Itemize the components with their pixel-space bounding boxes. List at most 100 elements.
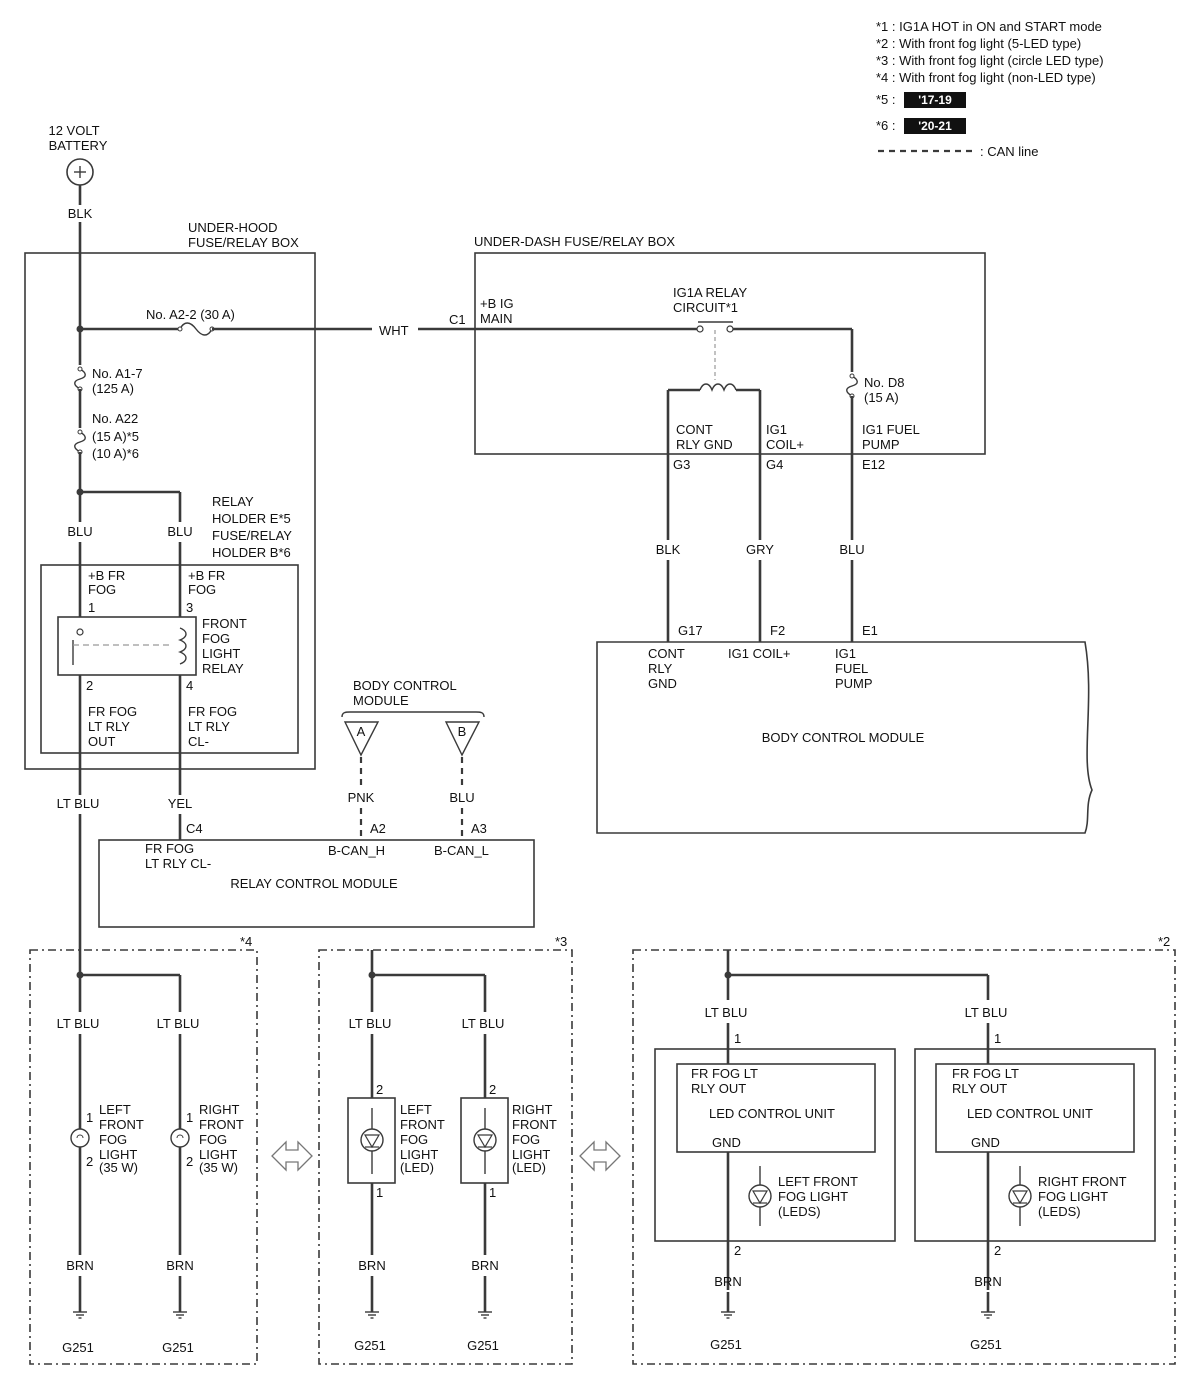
- v4-wire-brn-2: BRN: [166, 1258, 193, 1273]
- fuse-a1-7-label-2: (125 A): [92, 381, 134, 396]
- connector-c4: C4: [186, 821, 203, 836]
- v4-left-pin2: 2: [86, 1154, 93, 1169]
- wire-gry-g4: GRY: [746, 542, 774, 557]
- v2-left-out-label-1: FR FOG LT: [691, 1066, 758, 1081]
- connector-b-label: B: [458, 724, 467, 739]
- v2-left-label-1: LEFT FRONT: [778, 1174, 858, 1189]
- v2-left-led-control-unit: [676, 1063, 876, 1153]
- v4-right-label-2: FRONT: [199, 1117, 244, 1132]
- legend-note-2: *2 : With front fog light (5-LED type): [876, 36, 1081, 51]
- ig1a-relay-label-1: IG1A RELAY: [673, 285, 748, 300]
- v4-wire-lt-blu-1: LT BLU: [57, 1016, 100, 1031]
- v3-left-pin1: 1: [376, 1185, 383, 1200]
- v4-ground-icon-2: [171, 1298, 189, 1320]
- v3-right-label-1: RIGHT: [512, 1102, 553, 1117]
- rcm-title: RELAY CONTROL MODULE: [230, 876, 398, 891]
- pin1-label-b: FOG: [88, 582, 116, 597]
- battery-label-1: 12 VOLT: [48, 123, 99, 138]
- connector-e1: E1: [862, 623, 878, 638]
- v2-ground-g251-1: G251: [710, 1337, 742, 1352]
- pin4-number: 4: [186, 678, 193, 693]
- v4-right-label-3: FOG: [199, 1132, 227, 1147]
- v2-left-label-3: (LEDS): [778, 1204, 821, 1219]
- v2-wire-lt-blu-1: LT BLU: [705, 1005, 748, 1020]
- relay-holder-label-1: RELAY: [212, 494, 254, 509]
- v2-right-label-1: RIGHT FRONT: [1038, 1174, 1127, 1189]
- v2-right-led-control-unit: [935, 1063, 1135, 1153]
- v2-right-unit-title: LED CONTROL UNIT: [967, 1106, 1093, 1121]
- v4-ground-g251-1: G251: [62, 1340, 94, 1355]
- out-label-1: FR FOG: [88, 704, 137, 719]
- v2-right-out-label-2: RLY OUT: [952, 1081, 1007, 1096]
- v2-left-pin2: 2: [734, 1243, 741, 1258]
- ig1-coil-label-2: COIL+: [766, 437, 804, 452]
- battery: 12 VOLT BATTERY BLK: [48, 123, 107, 221]
- v4-right-pin2: 2: [186, 1154, 193, 1169]
- v2-wire-brn-1: BRN: [714, 1274, 741, 1289]
- cl-label-2: LT RLY: [188, 719, 230, 734]
- relay-holder-box: [40, 564, 299, 754]
- under-hood-fuse-relay-box: UNDER-HOOD FUSE/RELAY BOX No. A2-2 (30 A…: [24, 185, 372, 795]
- v3-ground-icon-1: [363, 1298, 381, 1320]
- v4-right-pin1: 1: [186, 1110, 193, 1125]
- variant-2-five-led: *2 LT BLU LT BLU 1 1 FR FOG LT RLY OUT L…: [632, 934, 1176, 1365]
- v4-ground-icon-1: [71, 1298, 89, 1320]
- v2-ground-g251-2: G251: [970, 1337, 1002, 1352]
- relay-label-3: LIGHT: [202, 646, 240, 661]
- v3-right-label-5: (LED): [512, 1160, 546, 1175]
- v4-wire-brn-1: BRN: [66, 1258, 93, 1273]
- v4-right-label-1: RIGHT: [199, 1102, 240, 1117]
- legend-note-1: *1 : IG1A HOT in ON and START mode: [876, 19, 1102, 34]
- v3-ground-g251-2: G251: [467, 1338, 499, 1353]
- pin2-number: 2: [86, 678, 93, 693]
- variant-switch-arrow-icon-2: [579, 1141, 621, 1171]
- v2-right-pin2: 2: [994, 1243, 1001, 1258]
- variant-2-tag: *2: [1158, 934, 1170, 949]
- year-badge-6: [904, 118, 966, 134]
- v2-left-module: [654, 1048, 896, 1242]
- relay-holder-label-2: HOLDER E*5: [212, 511, 291, 526]
- connector-a-label: A: [357, 724, 366, 739]
- legend-note-3: *3 : With front fog light (circle LED ty…: [876, 53, 1104, 68]
- left-front-fog-light-leds-icon: [748, 1184, 772, 1208]
- bcm-pump-label-1: IG1: [835, 646, 856, 661]
- bcm-pump-label-2: FUEL: [835, 661, 868, 676]
- connector-e12: E12: [862, 457, 885, 472]
- v3-right-label-2: FRONT: [512, 1117, 557, 1132]
- cl-label-1: FR FOG: [188, 704, 237, 719]
- left-front-fog-light-bulb-icon: [70, 1128, 90, 1148]
- connector-g17: G17: [678, 623, 703, 638]
- variant-3-circle-led: *3 LT BLU LT BLU 2 2 1 1 LEFT FRONT FOG …: [318, 934, 573, 1365]
- pin3-label-a: +B FR: [188, 568, 225, 583]
- under-dash-fuse-relay-box: UNDER-DASH FUSE/RELAY BOX C1 +B IG MAIN …: [449, 234, 986, 642]
- v4-left-label-1: LEFT: [99, 1102, 131, 1117]
- v3-ground-icon-2: [476, 1298, 494, 1320]
- fuse-d8-icon: [846, 373, 858, 399]
- relay-label-2: FOG: [202, 631, 230, 646]
- wire-blu-2: BLU: [167, 524, 192, 539]
- bcm-conn-title-2: MODULE: [353, 693, 409, 708]
- v3-left-label-2: FRONT: [400, 1117, 445, 1132]
- v4-left-label-5: (35 W): [99, 1160, 138, 1175]
- relay-control-module: C4 A2 A3 FR FOG LT RLY CL- B-CAN_H B-CAN…: [98, 821, 535, 928]
- connector-a-icon: [343, 721, 380, 757]
- legend-can-line: : CAN line: [980, 144, 1039, 159]
- year-badge-5-text: '17-19: [918, 93, 952, 107]
- fuse-a22-label-2: (15 A)*5: [92, 429, 139, 444]
- v3-left-label-5: (LED): [400, 1160, 434, 1175]
- v3-right-label-3: FOG: [512, 1132, 540, 1147]
- v2-left-label-2: FOG LIGHT: [778, 1189, 848, 1204]
- pin3-number: 3: [186, 600, 193, 615]
- v2-left-gnd: GND: [712, 1135, 741, 1150]
- right-front-fog-light-led-icon: [473, 1128, 497, 1152]
- underdash-title: UNDER-DASH FUSE/RELAY BOX: [474, 234, 675, 249]
- right-front-fog-light-bulb-icon: [170, 1128, 190, 1148]
- wire-blu-can: BLU: [449, 790, 474, 805]
- v3-right-label-4: LIGHT: [512, 1147, 550, 1162]
- right-front-fog-light-leds-icon: [1008, 1184, 1032, 1208]
- v2-right-module: [914, 1048, 1156, 1242]
- v4-left-label-2: FRONT: [99, 1117, 144, 1132]
- v2-right-gnd: GND: [971, 1135, 1000, 1150]
- connector-f2: F2: [770, 623, 785, 638]
- fuse-a22-icon: [74, 429, 86, 455]
